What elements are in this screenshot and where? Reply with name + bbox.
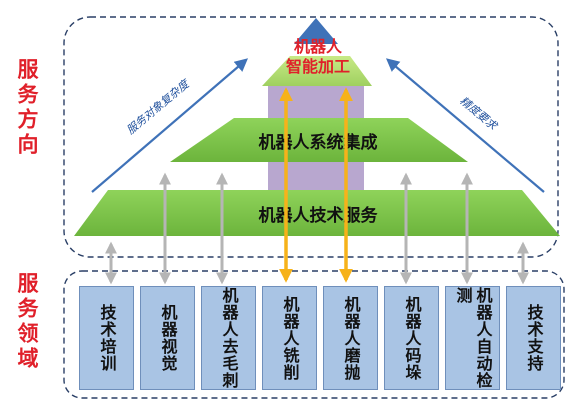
service-domain-frame: [63, 270, 565, 399]
domain-box-label: 机器人磨抛: [341, 295, 361, 381]
tier-middle-shape: [170, 118, 468, 162]
service-direction-frame: [63, 16, 559, 258]
domain-box-training: 技术培训: [79, 286, 134, 390]
gold-link-arrows: [279, 87, 353, 283]
apex-shape: [294, 18, 338, 44]
tier-bottom-shape: [74, 190, 560, 236]
precision-arrow: [385, 58, 545, 193]
domain-box-label: 技术支持: [524, 304, 544, 372]
domain-box-label: 机器人铣削: [280, 295, 300, 381]
domain-box-label: 机器人码垛: [402, 295, 422, 381]
domain-box-label: 机器人去毛刺: [219, 287, 239, 389]
domain-box-deburring: 机器人去毛刺: [201, 286, 256, 390]
domain-box-polishing: 机器人磨抛: [323, 286, 378, 390]
domain-box-label: 技术培训: [97, 304, 117, 372]
gray-link-arrows: [105, 172, 529, 285]
service-domain-label: 服务领域: [15, 272, 39, 372]
tier-top-shape: [262, 56, 372, 86]
domain-box-inspection: 机器人自动检测: [445, 286, 500, 390]
apex-text-line1: 机器人: [294, 37, 343, 56]
domain-box-support: 技术支持: [506, 286, 561, 390]
domain-box-label: 机器视觉: [158, 304, 178, 372]
tier-bottom-text: 机器人技术服务: [259, 205, 379, 226]
domain-box-palletizing: 机器人码垛: [384, 286, 439, 390]
domain-box-label: 机器人自动检测: [453, 287, 493, 389]
complexity-arrow: [91, 58, 249, 193]
domain-box-vision: 机器视觉: [140, 286, 195, 390]
apex-text-line2: 智能加工: [286, 57, 350, 76]
precision-arrow-label: 精度要求: [457, 94, 501, 134]
service-direction-label: 服务方向: [15, 58, 39, 158]
tier-middle-text: 机器人系统集成: [259, 132, 378, 153]
complexity-arrow-label: 服务对象复杂度: [124, 76, 193, 137]
domain-box-milling: 机器人铣削: [262, 286, 317, 390]
